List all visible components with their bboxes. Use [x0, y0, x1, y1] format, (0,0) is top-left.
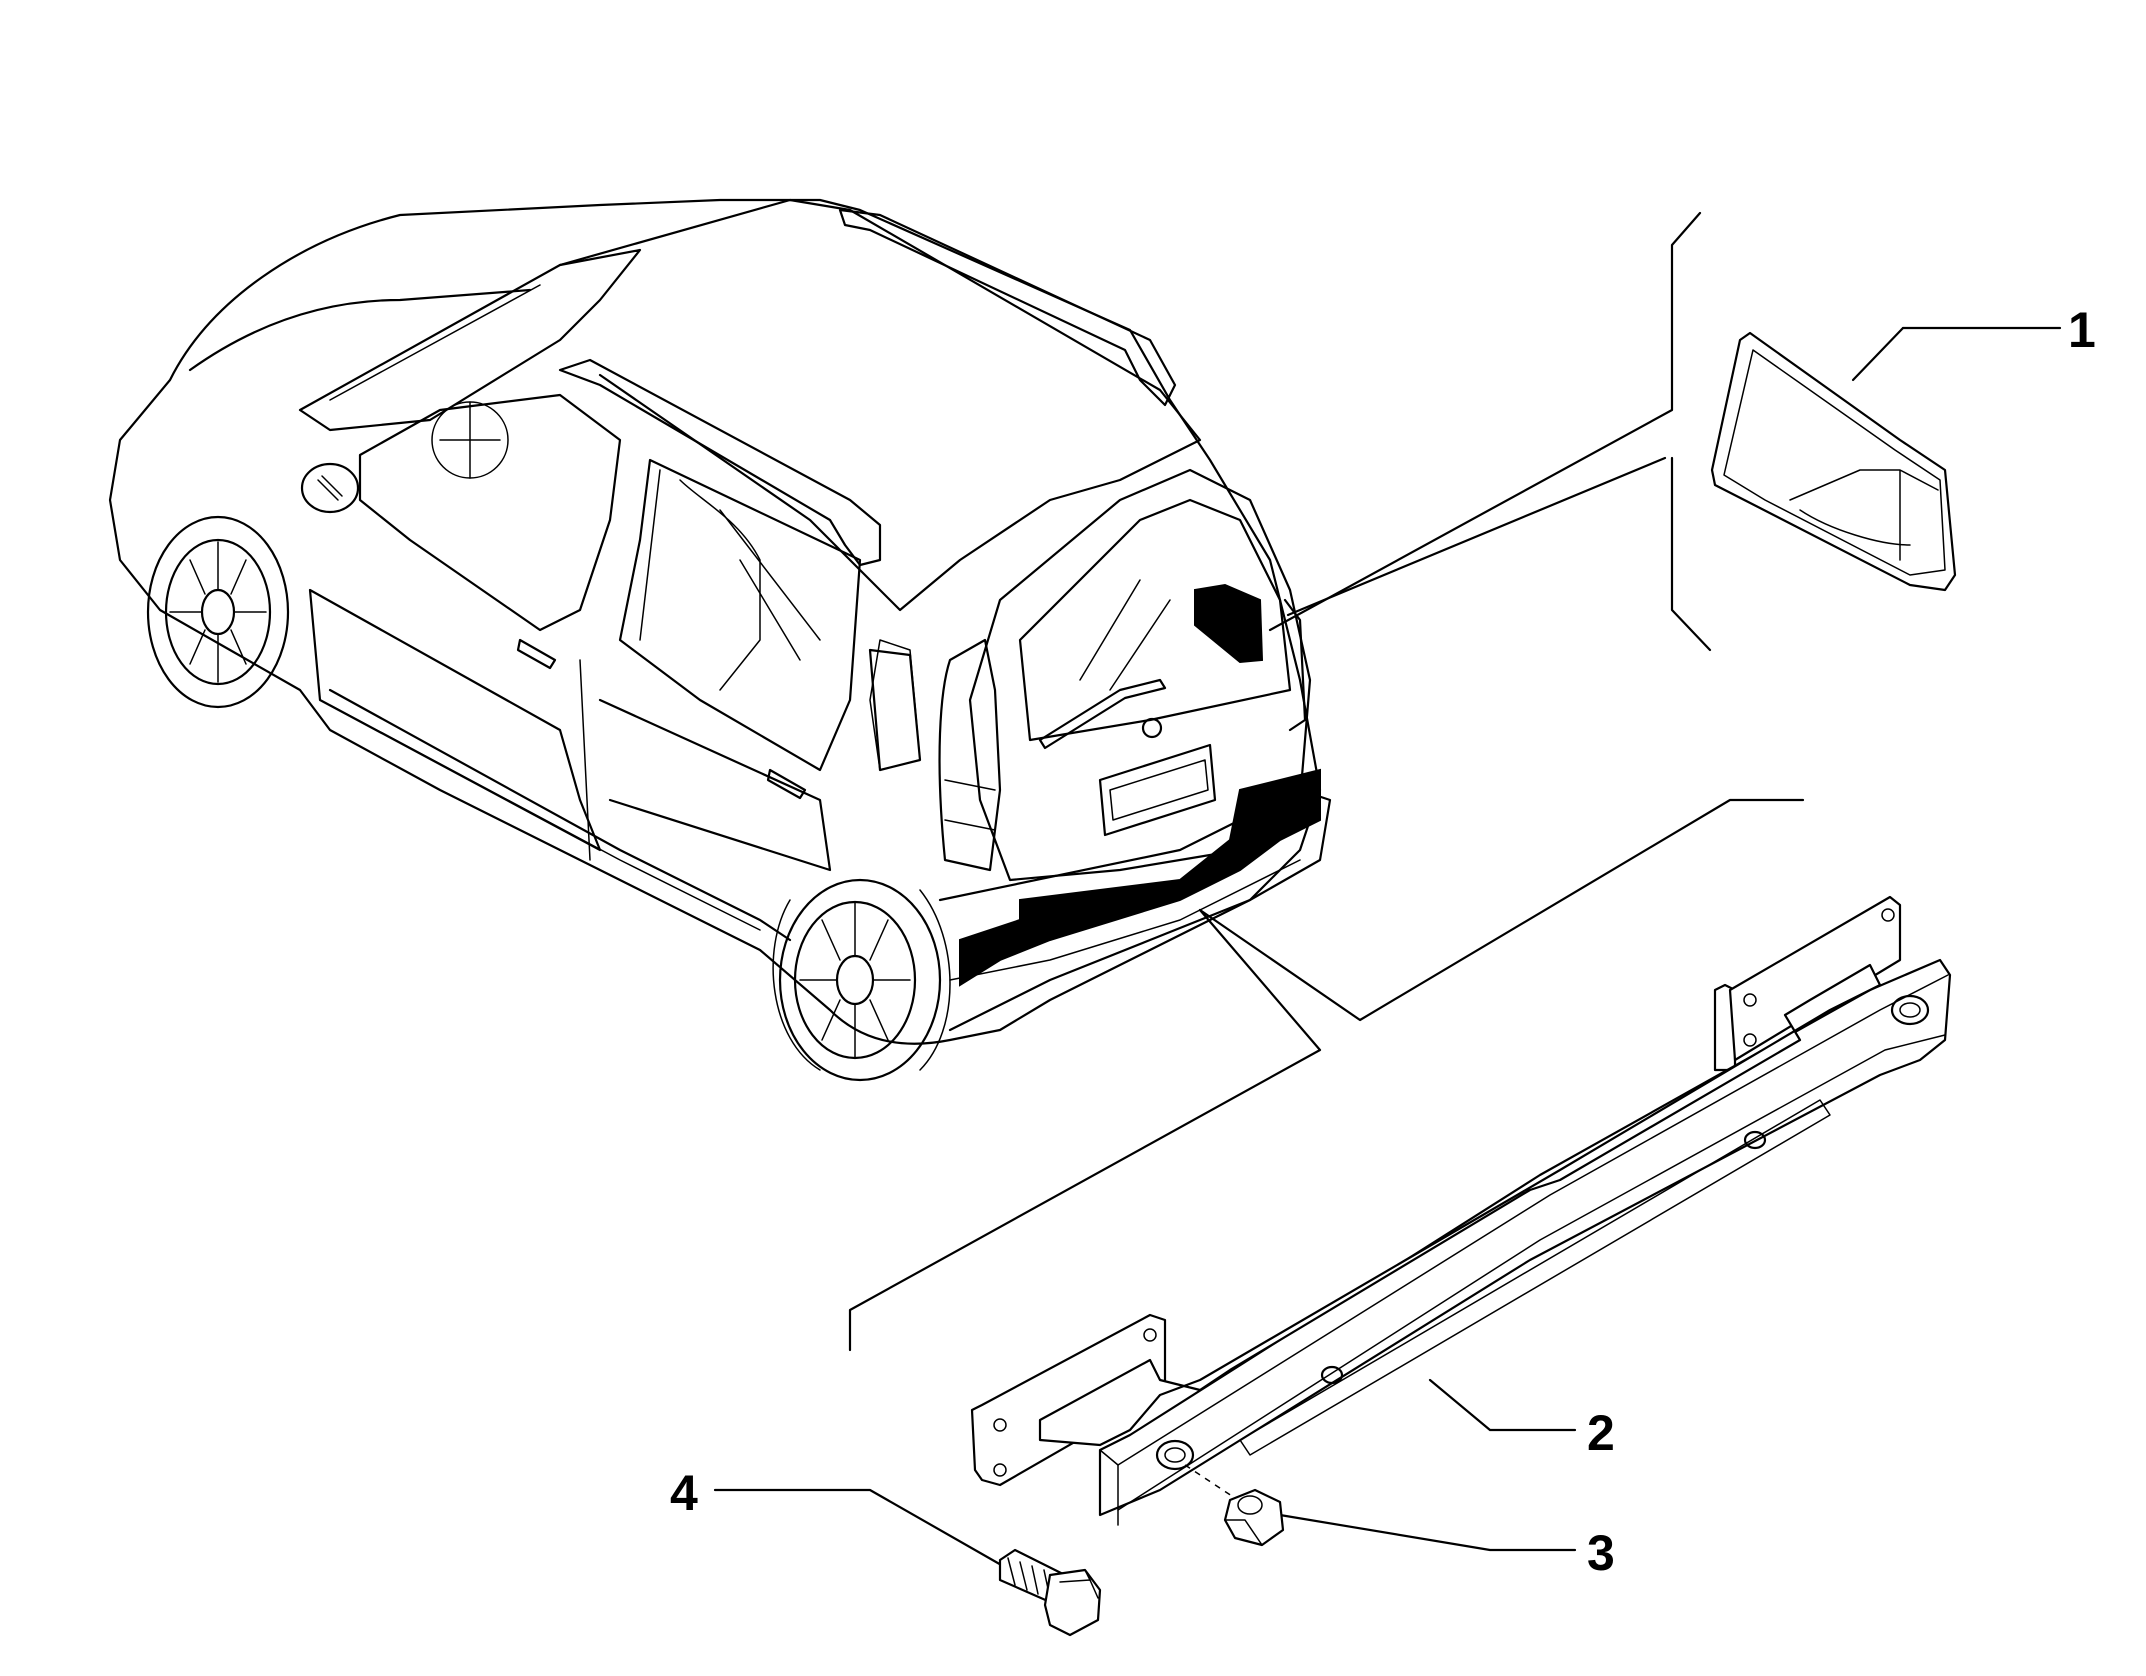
part-1-window-seal — [1710, 331, 1957, 592]
window-seal-highlight — [1194, 583, 1264, 664]
front-wheel — [146, 515, 290, 709]
car-illustration — [108, 198, 1332, 1082]
part-3-nut — [1223, 1488, 1285, 1547]
part-2-bumper-beam — [970, 895, 1952, 1526]
callout-label-2: 2 — [1587, 1405, 1615, 1461]
bumper-highlight — [959, 768, 1321, 987]
leader-lines — [713, 211, 2062, 1572]
callout-label-4: 4 — [670, 1465, 698, 1521]
rear-wheel — [772, 878, 951, 1082]
callout-label-1: 1 — [2068, 302, 2096, 358]
part-4-bolt — [998, 1548, 1102, 1637]
callout-label-3: 3 — [1587, 1525, 1615, 1581]
